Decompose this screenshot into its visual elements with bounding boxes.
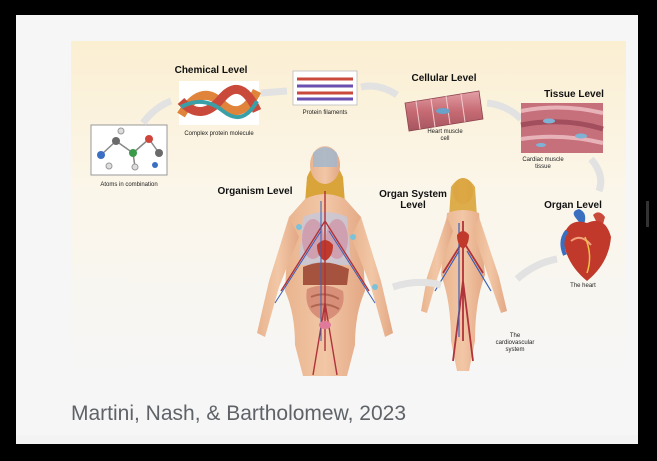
cardio-label-1: The bbox=[510, 333, 521, 339]
arrow-icon bbox=[261, 91, 287, 93]
atoms-illustration bbox=[91, 125, 167, 175]
organ-level-label: Organ Level bbox=[544, 200, 602, 211]
bottom-strip bbox=[16, 435, 638, 444]
citation-caption: Martini, Nash, & Bartholomew, 2023 bbox=[71, 402, 406, 426]
slide: Atoms in combination Chemical Level Comp… bbox=[16, 15, 638, 444]
protein-molecule-illustration bbox=[179, 81, 259, 125]
organism-level-label: Organism Level bbox=[217, 186, 292, 197]
cardiac-tissue-label-2: tissue bbox=[535, 164, 551, 170]
cardio-label-2: cardiovascular bbox=[496, 340, 535, 346]
cardiac-tissue-label-1: Cardiac muscle bbox=[522, 157, 564, 163]
cellular-level-label: Cellular Level bbox=[411, 73, 476, 84]
cardiac-tissue-illustration bbox=[521, 103, 603, 153]
organ-system-level-label-1: Organ System bbox=[379, 189, 447, 200]
protein-filaments-illustration bbox=[293, 71, 357, 105]
scroll-marker bbox=[646, 201, 649, 227]
chemical-level-label: Chemical Level bbox=[175, 65, 248, 76]
levels-of-organization-figure: Atoms in combination Chemical Level Comp… bbox=[71, 41, 626, 376]
protein-molecule-label: Complex protein molecule bbox=[184, 131, 254, 137]
heart-cell-label-2: cell bbox=[440, 136, 449, 142]
atoms-label: Atoms in combination bbox=[100, 182, 157, 188]
cardio-label-3: system bbox=[505, 347, 524, 353]
tissue-level-label: Tissue Level bbox=[544, 89, 604, 100]
organ-system-level-label-2: Level bbox=[400, 200, 426, 211]
protein-filaments-label: Protein filaments bbox=[303, 110, 348, 116]
heart-cell-label-1: Heart muscle bbox=[427, 129, 463, 135]
heart-label: The heart bbox=[570, 283, 596, 289]
